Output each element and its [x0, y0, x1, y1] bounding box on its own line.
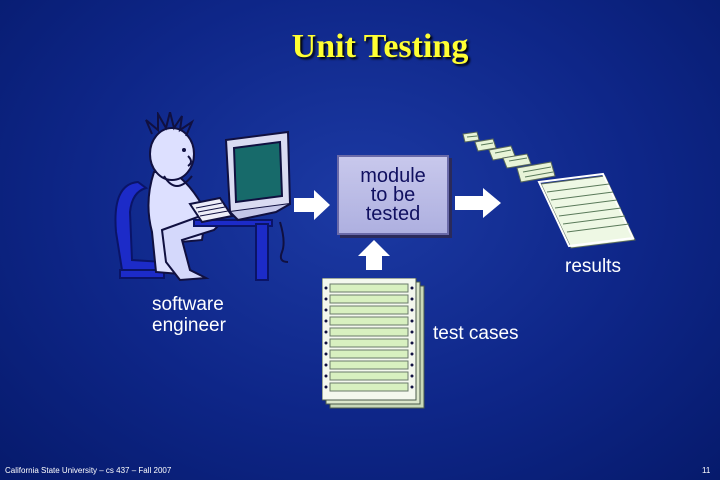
- footer-text: California State University – cs 437 – F…: [5, 466, 172, 475]
- module-label: module to be tested: [360, 164, 426, 225]
- results-label: results: [565, 256, 621, 277]
- arrow-icon: [455, 188, 501, 218]
- slide-title: Unit Testing: [291, 28, 469, 65]
- test-cases-label: test cases: [433, 323, 519, 344]
- module-box: module to be tested: [337, 155, 449, 235]
- document-stack-icon: [322, 278, 425, 409]
- arrow-icon: [358, 240, 390, 270]
- software-engineer-label: software engineer: [152, 294, 226, 336]
- arrow-icon: [294, 190, 330, 220]
- page-number: 11: [702, 466, 711, 475]
- document-stack-icon: [462, 131, 636, 249]
- person-at-computer-icon: [114, 112, 292, 282]
